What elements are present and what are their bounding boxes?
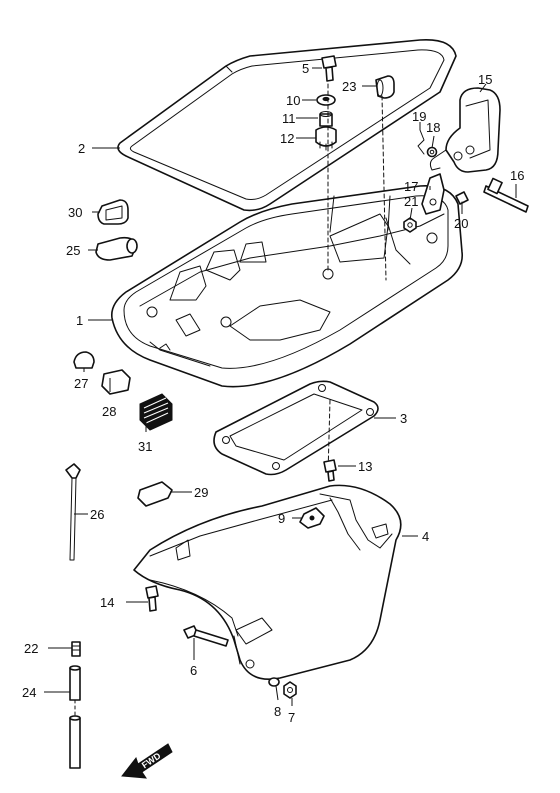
callout-29: 29 — [194, 485, 208, 500]
callout-10: 10 — [286, 93, 300, 108]
fwd-direction-arrow: FWD — [121, 743, 173, 779]
part-27-cap — [73, 351, 95, 369]
callout-14: 14 — [100, 595, 114, 610]
callout-8: 8 — [274, 704, 281, 719]
part-15-bracket — [429, 87, 501, 173]
callout-4: 4 — [422, 529, 429, 544]
callout-2: 2 — [78, 141, 85, 156]
part-23-spacer — [375, 75, 395, 99]
part-22-plug — [71, 641, 81, 657]
part-21-nut — [403, 217, 417, 233]
callout-17: 17 — [404, 179, 418, 194]
callout-15: 15 — [478, 72, 492, 87]
part-25-plug — [95, 236, 138, 261]
callout-24: 24 — [22, 685, 36, 700]
part-24-tube — [69, 665, 81, 769]
callout-28: 28 — [102, 404, 116, 419]
part-31-damper — [139, 393, 173, 431]
part-19-spring-pin — [417, 129, 425, 155]
callout-22: 22 — [24, 641, 38, 656]
part-11-collar — [319, 111, 333, 127]
callout-labels: 1 2 3 4 5 6 7 8 9 10 11 12 13 14 15 16 1… — [22, 61, 524, 725]
callout-23: 23 — [342, 79, 356, 94]
callout-11: 11 — [282, 111, 296, 126]
callout-6: 6 — [190, 663, 197, 678]
part-14-bolt — [145, 585, 159, 612]
part-30-grommet — [97, 199, 129, 225]
callout-18: 18 — [426, 120, 440, 135]
part-7-nut — [283, 681, 297, 699]
callout-27: 27 — [74, 376, 88, 391]
part-9-clip-nut — [299, 507, 325, 529]
part-12-grommet — [315, 126, 337, 151]
callout-16: 16 — [510, 168, 524, 183]
part-13-bolt — [323, 459, 337, 482]
callout-19: 19 — [412, 109, 426, 124]
callout-31: 31 — [138, 439, 152, 454]
part-18-washer — [426, 146, 438, 158]
part-20-screw — [455, 191, 469, 213]
callout-21: 21 — [404, 194, 418, 209]
part-1-lower-cowl — [110, 185, 464, 388]
part-4-bottom-cover — [133, 484, 402, 680]
part-17-clip — [421, 173, 445, 215]
part-8-washer — [268, 677, 280, 687]
part-5-bolt — [321, 55, 337, 82]
callout-30: 30 — [68, 205, 82, 220]
part-3-gasket — [213, 380, 379, 476]
leader-lines — [44, 67, 517, 706]
part-16-bolt — [483, 177, 529, 213]
part-10-washer — [316, 94, 336, 106]
callout-26: 26 — [90, 507, 104, 522]
callout-20: 20 — [454, 216, 468, 231]
callout-3: 3 — [400, 411, 407, 426]
part-26-tie-strap — [65, 463, 81, 561]
callout-25: 25 — [66, 243, 80, 258]
part-2-top-seal — [117, 39, 457, 212]
part-29-pad — [137, 481, 173, 507]
part-28-pad — [101, 369, 131, 395]
callout-13: 13 — [358, 459, 372, 474]
callout-9: 9 — [278, 511, 285, 526]
callout-5: 5 — [302, 61, 309, 76]
part-6-bolt — [183, 625, 229, 647]
callout-12: 12 — [280, 131, 294, 146]
callout-1: 1 — [76, 313, 83, 328]
callout-7: 7 — [288, 710, 295, 725]
